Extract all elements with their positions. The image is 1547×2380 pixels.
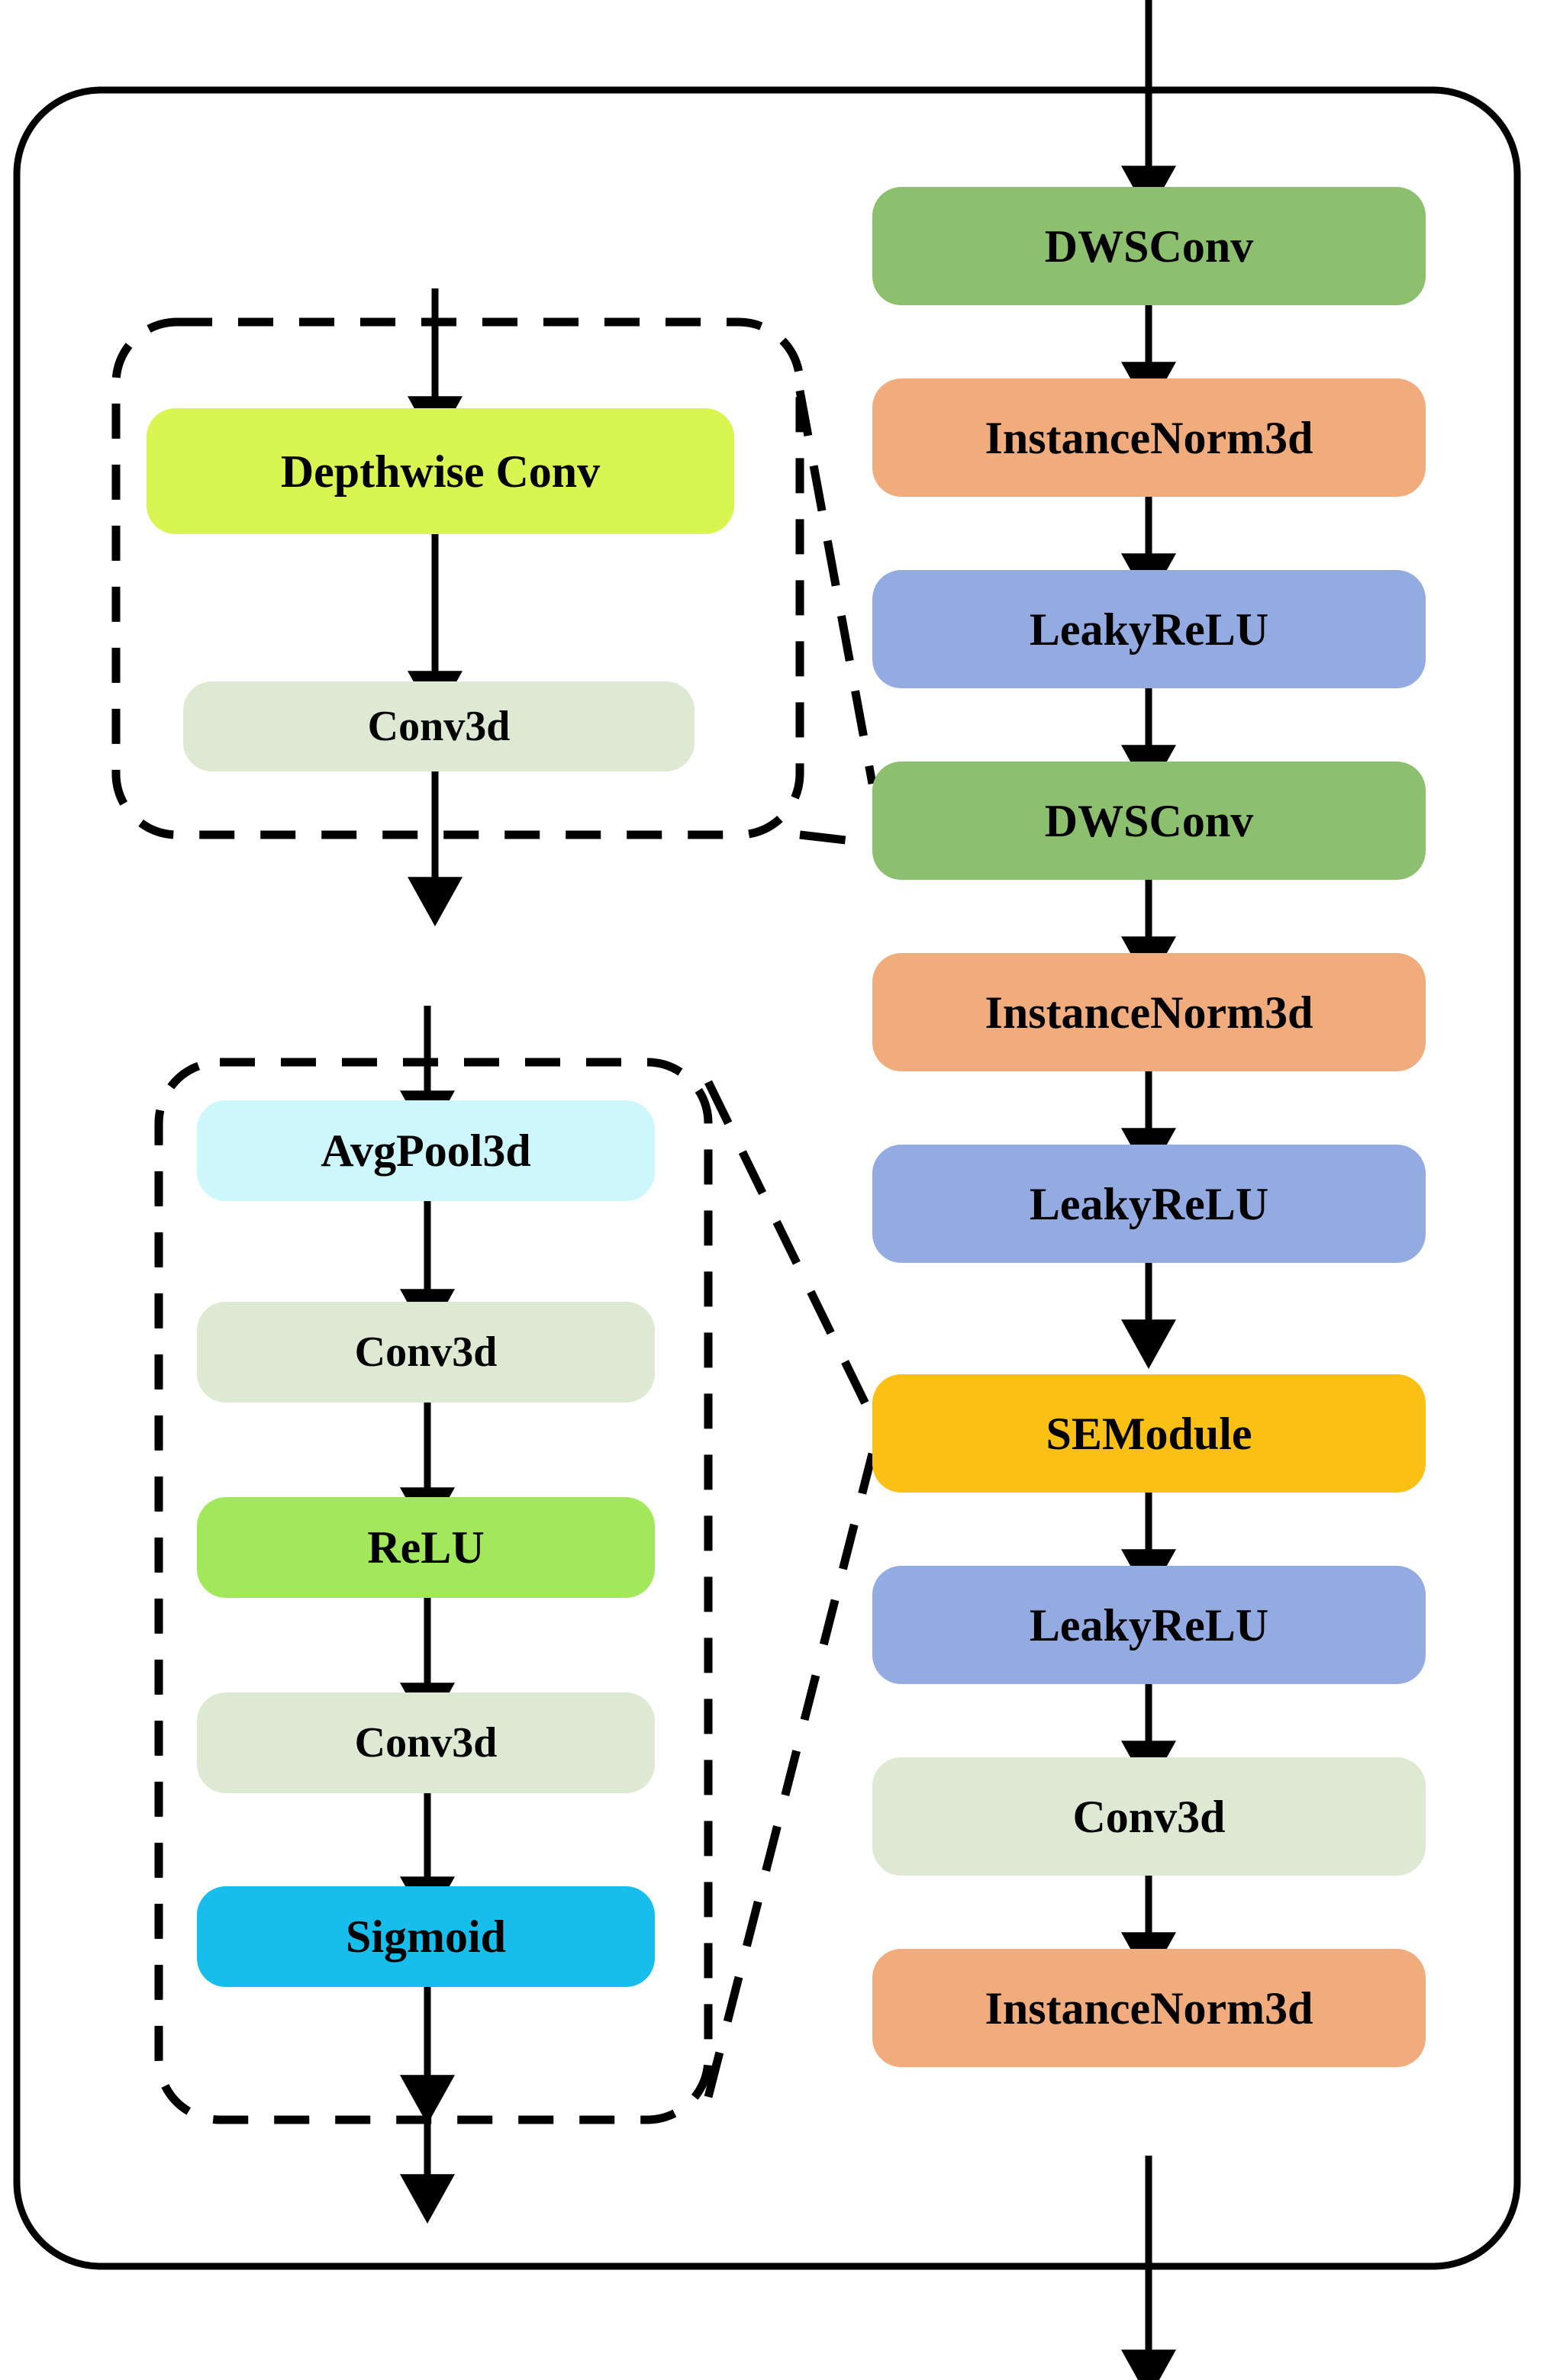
node-sigmoid[interactable]: Sigmoid (197, 1886, 655, 1987)
dashed-callout-to-dwsconv (795, 390, 877, 848)
node-semodule[interactable]: SEModule (872, 1374, 1426, 1493)
node-depthwise-conv[interactable]: Depthwise Conv (147, 408, 734, 534)
node-avgpool3d[interactable]: AvgPool3d (197, 1100, 655, 1201)
node-conv3d-se-1[interactable]: Conv3d (197, 1302, 655, 1403)
node-leakyrelu-1[interactable]: LeakyReLU (872, 570, 1426, 688)
node-leakyrelu-2[interactable]: LeakyReLU (872, 1145, 1426, 1263)
node-conv3d-dws[interactable]: Conv3d (183, 681, 695, 771)
node-relu[interactable]: ReLU (197, 1497, 655, 1598)
node-dwsconv-1[interactable]: DWSConv (872, 187, 1426, 305)
node-instancenorm3d-2[interactable]: InstanceNorm3d (872, 953, 1426, 1071)
dwsconv-expansion-border (111, 317, 804, 839)
semodule-expansion-border (154, 1058, 713, 2124)
node-leakyrelu-3[interactable]: LeakyReLU (872, 1566, 1426, 1684)
node-dwsconv-2[interactable]: DWSConv (872, 762, 1426, 880)
node-conv3d-se-2[interactable]: Conv3d (197, 1692, 655, 1793)
node-conv3d-main[interactable]: Conv3d (872, 1757, 1426, 1876)
node-instancenorm3d-3[interactable]: InstanceNorm3d (872, 1949, 1426, 2067)
node-instancenorm3d-1[interactable]: InstanceNorm3d (872, 378, 1426, 497)
dashed-callout-to-semodule (704, 1080, 877, 2098)
residual-block-container (13, 86, 1521, 2270)
